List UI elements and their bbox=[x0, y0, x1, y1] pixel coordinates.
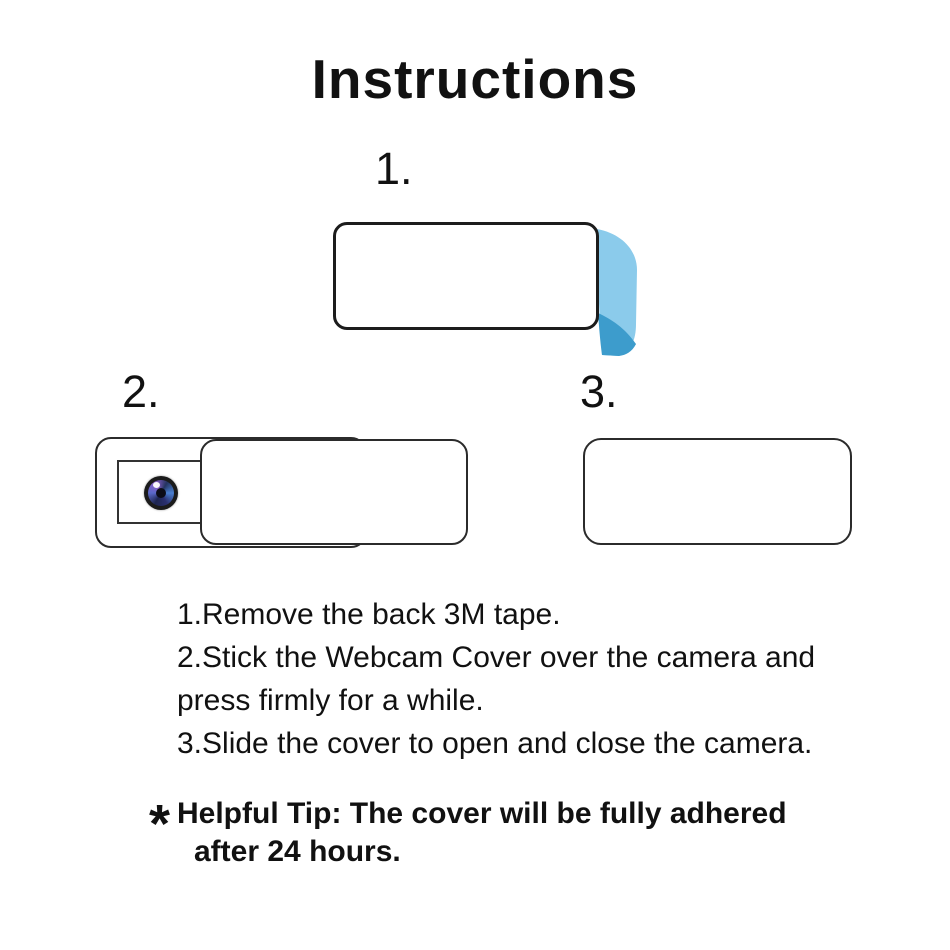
tip-line-2: after 24 hours. bbox=[194, 835, 401, 868]
step-1-label: 1. bbox=[375, 143, 413, 194]
step-3-label: 3. bbox=[580, 366, 618, 417]
lens-pupil bbox=[156, 488, 166, 498]
instruction-text: 1.Remove the back 3M tape. 2.Stick the W… bbox=[177, 593, 815, 765]
tip-line-1: Helpful Tip: The cover will be fully adh… bbox=[177, 797, 787, 830]
step-2-label: 2. bbox=[122, 366, 160, 417]
page-title: Instructions bbox=[311, 48, 639, 110]
instruction-line-1: 1.Remove the back 3M tape. bbox=[177, 598, 561, 631]
tip-asterisk: * bbox=[149, 794, 171, 854]
adhesive-tape-icon bbox=[597, 229, 637, 356]
lens-highlight bbox=[153, 482, 160, 488]
webcam-cover-back bbox=[333, 222, 599, 330]
instruction-line-2: 2.Stick the Webcam Cover over the camera… bbox=[177, 641, 816, 674]
instruction-line-4: 3.Slide the cover to open and close the … bbox=[177, 727, 813, 760]
camera-lens-icon bbox=[144, 476, 178, 510]
instruction-line-3: press firmly for a while. bbox=[177, 684, 484, 717]
cover-slider bbox=[200, 439, 468, 545]
figure-step3-cover-closed bbox=[583, 438, 852, 545]
